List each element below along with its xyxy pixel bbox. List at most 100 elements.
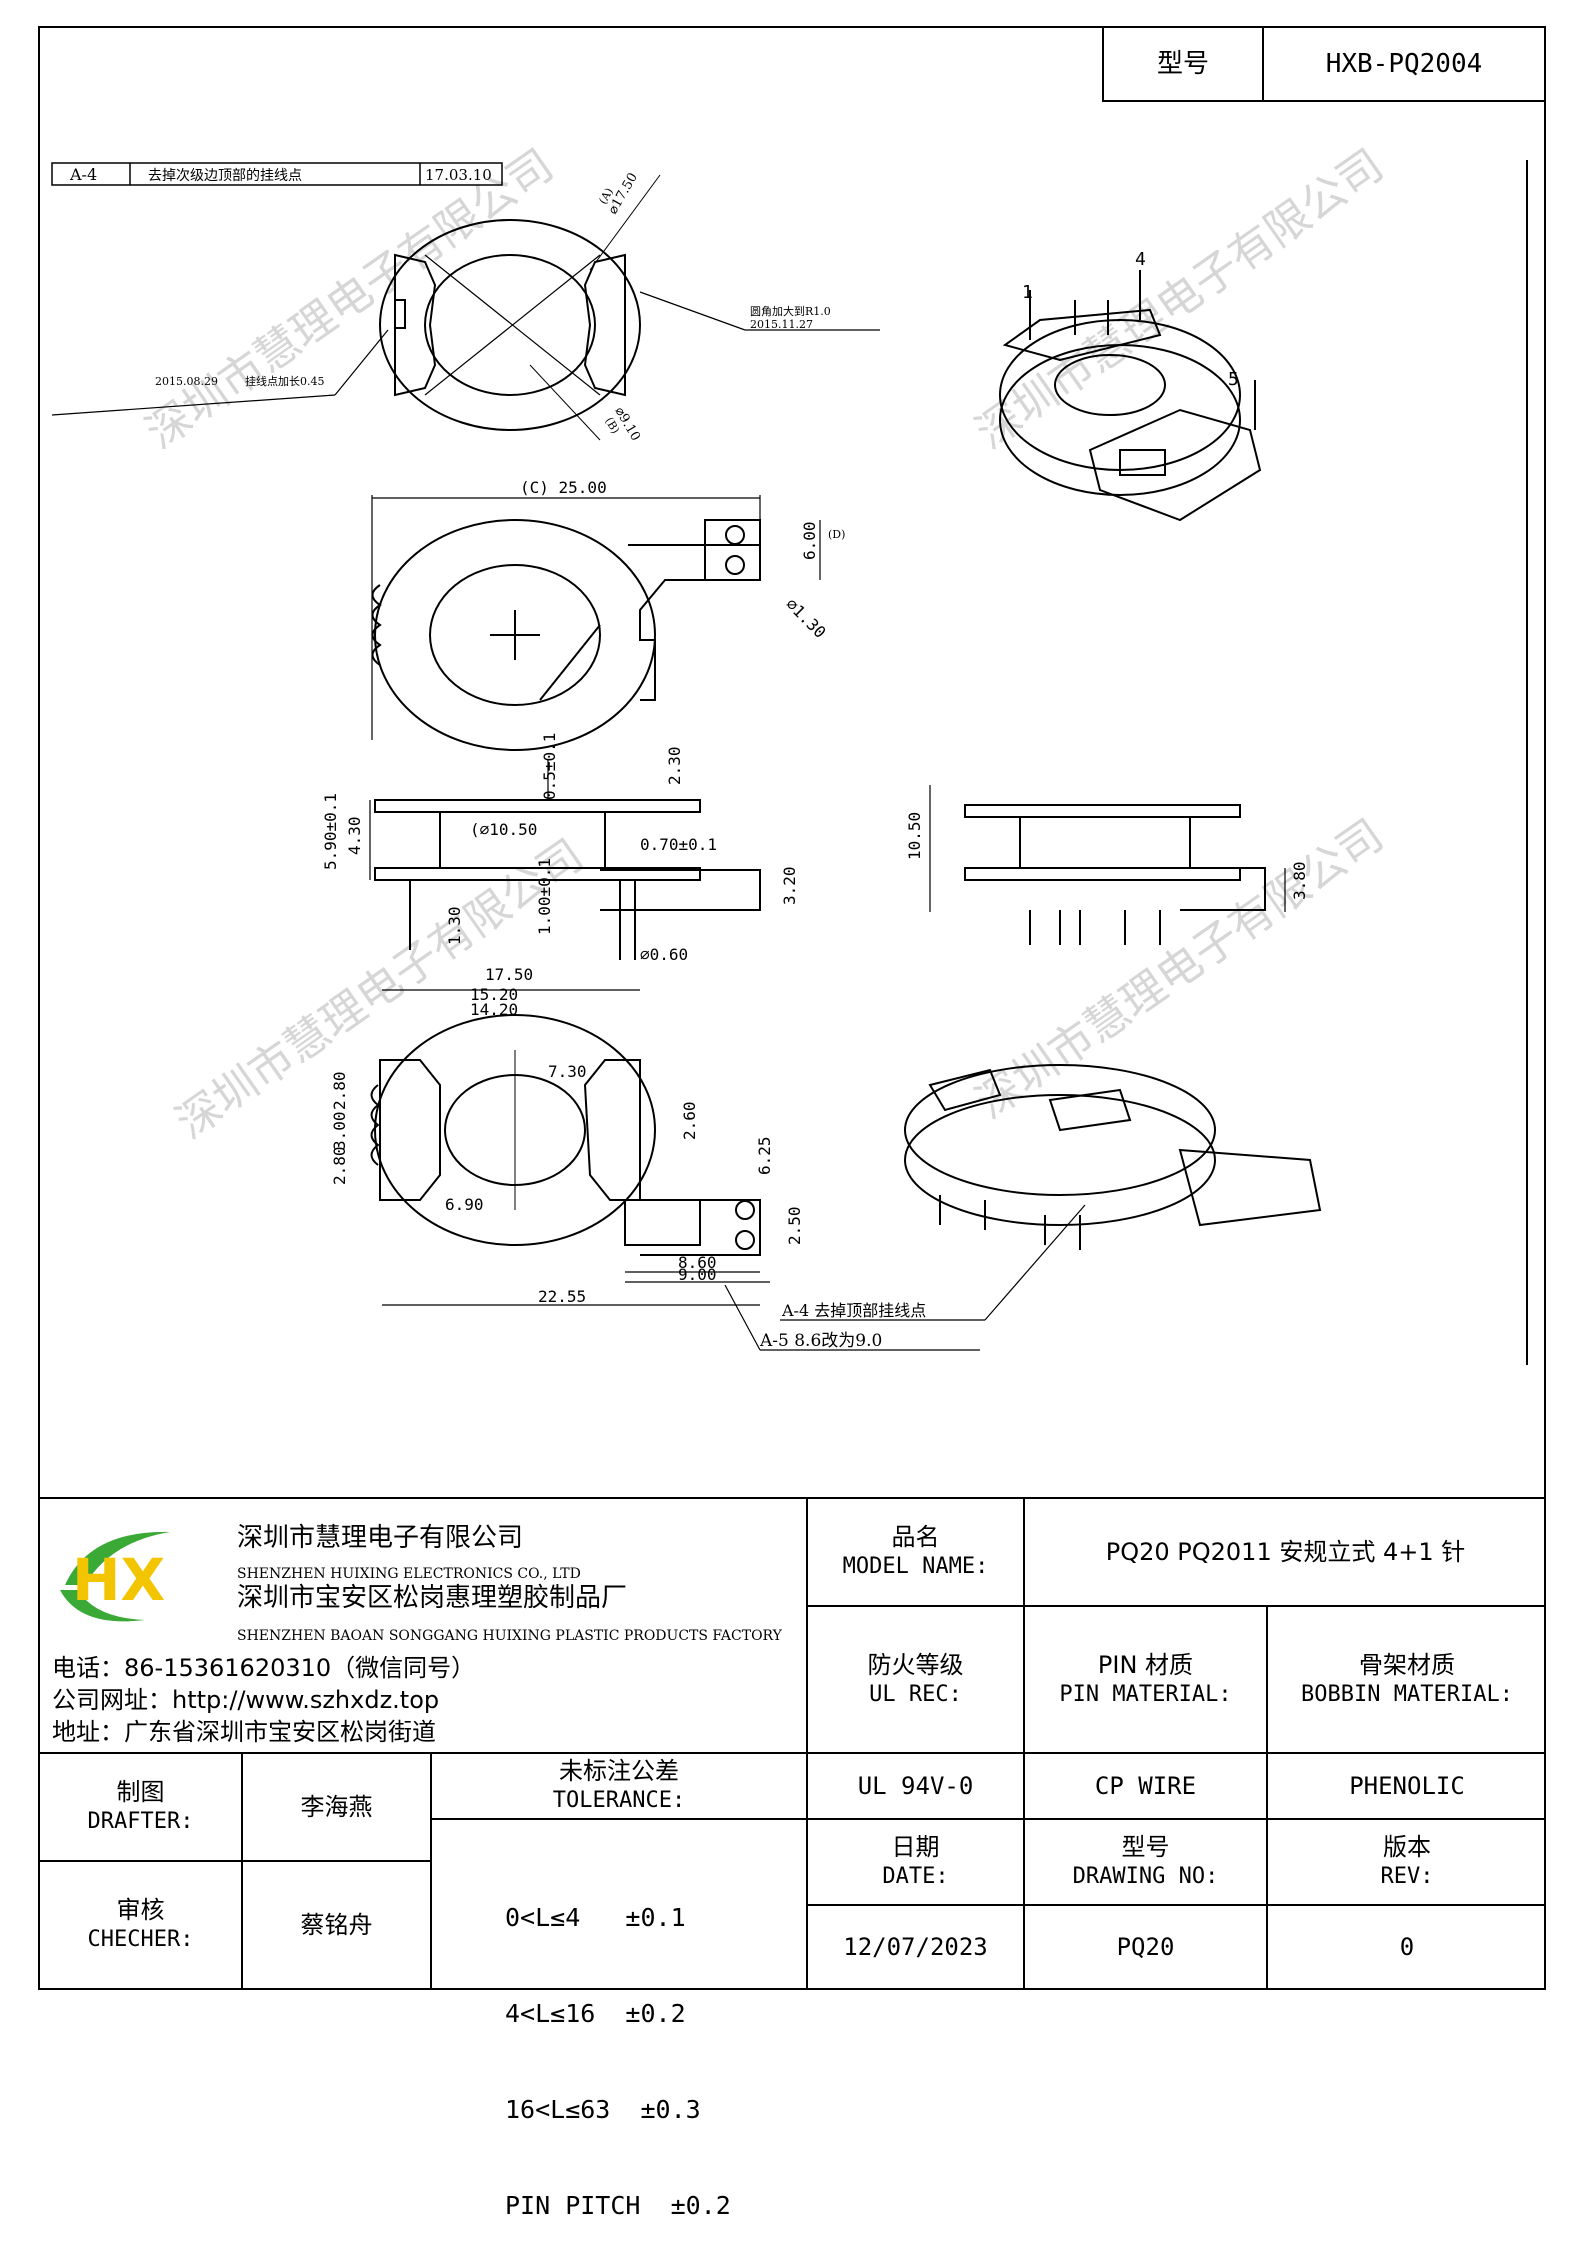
pin-material-label-en: PIN MATERIAL:: [1059, 1681, 1232, 1707]
tb-line-3: [432, 1818, 1546, 1820]
watermark-1: 深圳市慧理电子有限公司: [137, 140, 563, 459]
dim-hole-10-5: (⌀10.50: [470, 820, 537, 839]
tb-line-4: [38, 1860, 432, 1862]
tb-line-5: [808, 1904, 1546, 1906]
company-phone: 电话：86-15361620310（微信同号）: [52, 1654, 476, 1682]
dim-25: (C) 25.00: [520, 478, 607, 497]
dim-2-60: 2.60: [680, 1101, 699, 1140]
dim-1-30: ⌀1.30: [782, 594, 829, 641]
pin-label-1: 1: [1022, 282, 1033, 303]
top-view-1: [51, 174, 880, 441]
tb-vline-3: [1266, 1605, 1268, 1990]
iso-view-2: [904, 1064, 1322, 1250]
tb-vline-2: [1023, 1497, 1025, 1990]
model-no-label: 型号: [1156, 49, 1209, 79]
tb-line-1: [808, 1605, 1546, 1607]
note-date-1: 2015.08.29: [155, 375, 218, 388]
note-text-1: 挂线点加长0.45: [245, 374, 325, 388]
pin-material-value: CP WIRE: [1094, 1772, 1197, 1800]
ul-rec-label-cn: 防火等级: [867, 1650, 964, 1679]
pin-material-label-cn: PIN 材质: [1097, 1650, 1194, 1679]
drafter-label-en: DRAFTER:: [87, 1809, 194, 1834]
revision-row: A-4 去掉次级边顶部的挂线点 17.03.10: [51, 162, 503, 186]
rev-value: 0: [1399, 1933, 1415, 1961]
drawing-no-value: PQ20: [1116, 1933, 1175, 1961]
company-logo: HX: [50, 1520, 215, 1630]
tolerance-line: 0<L≤4 ±0.1: [505, 1903, 686, 1932]
dim-3-20: 3.20: [780, 866, 799, 905]
checker-label-en: CHECHER:: [87, 1927, 194, 1952]
watermarks: 深圳市慧理电子有限公司 深圳市慧理电子有限公司 深圳市慧理电子有限公司 深圳市慧…: [137, 140, 1393, 1149]
tb-vline-5: [430, 1752, 432, 1990]
top-view-2: [371, 495, 821, 751]
ul-rec-value: UL 94V-0: [857, 1772, 974, 1800]
pin-label-5: 5: [1228, 369, 1239, 390]
tb-line-top: [38, 1497, 1546, 1499]
date-label-en: DATE:: [882, 1864, 949, 1889]
drawing-no-label: 型号 DRAWING NO:: [1025, 1820, 1266, 1904]
dim-1-30b: 1.30: [445, 906, 464, 945]
model-name-label: 品名 MODEL NAME:: [808, 1499, 1023, 1605]
factory-name-en: SHENZHEN BAOAN SONGGANG HUIXING PLASTIC …: [237, 1628, 782, 1644]
dim-6-25: 6.25: [755, 1136, 774, 1175]
tolerance-label: 未标注公差 TOLERANCE:: [432, 1754, 806, 1818]
checker-value: 蔡铭舟: [300, 1911, 373, 1939]
dim-3-00: 3.00: [330, 1111, 349, 1150]
bobbin-material-label-cn: 骨架材质: [1359, 1650, 1455, 1679]
dim-7-30: 7.30: [548, 1062, 587, 1081]
drawing-no-label-cn: 型号: [1121, 1833, 1170, 1861]
company-address: 地址：广东省深圳市宝安区松岗街道: [52, 1718, 436, 1746]
checker-label: 审核 CHECHER:: [40, 1862, 241, 1988]
iso-view-1: [999, 270, 1262, 522]
dim-3-80: 3.80: [1290, 861, 1309, 900]
dim-2-80a: 2.80: [330, 1071, 349, 1110]
dim-9-00: 9.00: [678, 1265, 717, 1284]
tb-vline-4: [241, 1752, 243, 1990]
rev-date: 17.03.10: [425, 166, 492, 184]
pin-material-label: PIN 材质 PIN MATERIAL:: [1025, 1607, 1266, 1752]
drawing-no-label-en: DRAWING NO:: [1072, 1864, 1219, 1889]
callout-a5: A-5 8.6改为9.0: [759, 1331, 882, 1351]
model-no-value: HXB-PQ2004: [1325, 49, 1483, 79]
model-name-label-en: MODEL NAME:: [842, 1554, 989, 1579]
tolerance-line: PIN PITCH ±0.2: [505, 2191, 731, 2220]
company-website: 公司网址：http://www.szhxdz.top: [52, 1686, 440, 1714]
dim-4-30: 4.30: [345, 816, 364, 855]
dim-2-80b: 2.80: [330, 1146, 349, 1185]
bobbin-material-label: 骨架材质 BOBBIN MATERIAL:: [1268, 1607, 1546, 1752]
dim-6: 6.00: [800, 521, 819, 560]
dim-5-90: 5.90±0.1: [321, 793, 340, 870]
model-name-label-cn: 品名: [891, 1523, 940, 1551]
bobbin-material-value: PHENOLIC: [1349, 1772, 1465, 1800]
note-date-2: 2015.11.27: [750, 318, 813, 331]
company-name-cn: 深圳市慧理电子有限公司: [237, 1523, 524, 1553]
factory-name-cn: 深圳市宝安区松岗惠理塑胶制品厂: [237, 1583, 628, 1613]
date-value: 12/07/2023: [843, 1933, 988, 1961]
callout-a4: A-4 去掉顶部挂线点: [781, 1301, 926, 1320]
rev-label: 版本 REV:: [1268, 1820, 1546, 1904]
logo-text: HX: [72, 1546, 165, 1614]
bottom-view: [370, 989, 1086, 1351]
tolerance-label-en: TOLERANCE:: [552, 1788, 686, 1813]
dim-10-50: 10.50: [905, 812, 924, 860]
rev-label-en: REV:: [1380, 1864, 1434, 1889]
company-name-en: SHENZHEN HUIXING ELECTRONICS CO., LTD: [237, 1566, 581, 1582]
tolerance-list: 0<L≤4 ±0.1 4<L≤16 ±0.2 16<L≤63 ±0.3 PIN …: [505, 1838, 731, 2254]
dim-14-20: 14.20: [470, 1000, 518, 1019]
dim-22-55: 22.55: [538, 1287, 586, 1306]
drawing-frame: [38, 26, 1546, 1990]
watermark-4: 深圳市慧理电子有限公司: [967, 810, 1393, 1129]
rev-text: 去掉次级边顶部的挂线点: [148, 168, 302, 184]
drafter-label: 制图 DRAFTER:: [40, 1754, 241, 1860]
dim-15-20: 15.20: [470, 985, 518, 1004]
front-view: [369, 760, 761, 960]
side-view: [929, 785, 1286, 945]
dim-8-60: 8.60: [678, 1253, 717, 1272]
dim-0-60: ⌀0.60: [640, 945, 688, 964]
date-label-cn: 日期: [891, 1833, 940, 1861]
technical-drawing: 深圳市慧理电子有限公司 深圳市慧理电子有限公司 深圳市慧理电子有限公司 深圳市慧…: [51, 140, 1528, 1365]
drafter-label-cn: 制图: [116, 1778, 165, 1806]
note-text-2: 圆角加大到R1.0: [750, 304, 831, 318]
dim-17-50b: 17.50: [485, 965, 533, 984]
dim-0-70: 0.70±0.1: [640, 835, 717, 854]
